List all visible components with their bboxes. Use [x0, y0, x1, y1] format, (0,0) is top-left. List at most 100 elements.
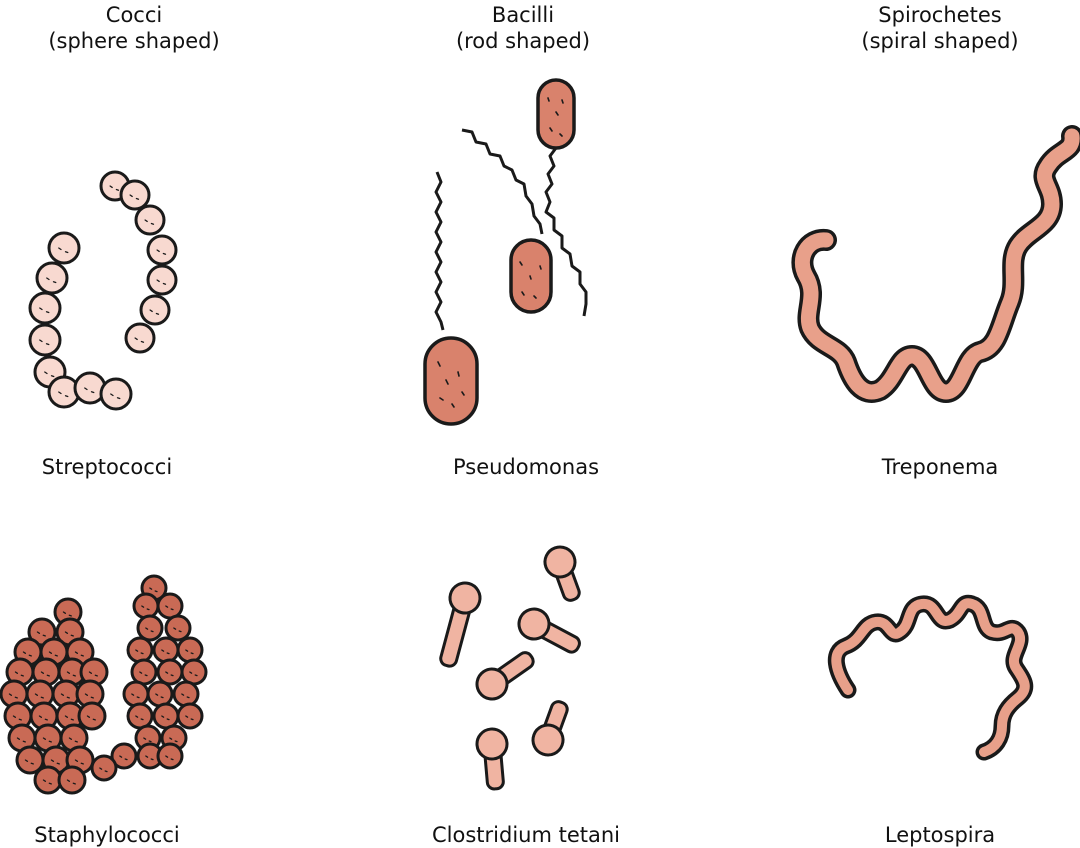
staphylococcus-cell: [126, 702, 154, 730]
treponema-illustration: [791, 125, 1080, 403]
clostridium-cell: [475, 651, 535, 701]
staphylococcus-cell: [130, 658, 158, 686]
cell-speckle: [60, 693, 70, 699]
cell-speckle: [42, 779, 52, 785]
cell-speckle: [58, 247, 69, 254]
cell-speckle: [165, 605, 174, 611]
cell-speckle: [88, 671, 98, 677]
cell-speckle: [66, 779, 76, 785]
coccus-cell: [119, 179, 151, 211]
cell-speckle: [99, 767, 108, 773]
cell-speckle: [34, 693, 44, 699]
cell-speckle: [165, 755, 174, 761]
cell-speckle: [189, 671, 198, 677]
label-treponema: Treponema: [881, 455, 999, 479]
streptococci-illustration: [28, 170, 178, 411]
staphylococci-illustration: [0, 574, 208, 795]
flagellum: [434, 171, 445, 331]
staphylococcus-cell: [126, 636, 154, 664]
coccus-cell: [134, 204, 166, 236]
coccus-cell: [146, 234, 178, 266]
cell-speckle: [155, 693, 164, 699]
coccus-cell: [35, 261, 69, 295]
cell-speckle: [134, 337, 145, 343]
label-leptospira: Leptospira: [884, 823, 996, 847]
cell-speckle: [110, 393, 121, 400]
column-title-spirochetes: Spirochetes (spiral shaped): [790, 2, 1080, 54]
cell-speckle: [44, 371, 55, 378]
staphylococcus-cell: [146, 680, 174, 708]
cell-speckle: [156, 279, 167, 285]
cell-speckle: [135, 715, 144, 721]
clostridium-spore: [517, 607, 551, 641]
leptospira-illustration: [827, 594, 1034, 761]
cell-speckle: [145, 627, 154, 633]
cell-speckle: [39, 307, 50, 314]
cell-speckle: [165, 671, 174, 677]
cell-speckle: [66, 671, 76, 677]
staphylococcus-cell: [176, 636, 204, 664]
cell-speckle: [42, 737, 52, 743]
clostridium-cell: [475, 727, 509, 791]
cell-speckle: [8, 693, 18, 699]
coccus-cell: [146, 264, 178, 296]
cell-speckle: [86, 715, 96, 721]
cell-speckle: [14, 671, 24, 677]
cell-speckle: [58, 391, 69, 398]
cell-speckle: [109, 185, 120, 191]
column-title-cocci: Cocci (sphere shaped): [0, 2, 284, 54]
column-subtitle: (rod shaped): [455, 29, 591, 53]
cell-speckle: [169, 737, 178, 743]
cell-speckle: [149, 587, 158, 593]
cell-speckle: [62, 611, 72, 617]
cell-speckle: [129, 194, 140, 200]
cell-speckle: [38, 715, 48, 721]
label-staphylococci: Staphylococci: [34, 823, 180, 847]
cell-speckle: [40, 671, 50, 677]
cell-speckle: [185, 649, 194, 655]
leptospira-fill: [831, 598, 1030, 757]
clostridium-tetani-illustration: [439, 545, 581, 791]
cell-speckle: [12, 715, 22, 721]
column-title: Cocci: [105, 3, 163, 27]
staphylococcus-cell: [77, 701, 107, 731]
clostridium-spore: [543, 545, 577, 579]
cell-speckle: [84, 387, 95, 394]
cell-speckle: [181, 693, 190, 699]
staphylococcus-cell: [110, 742, 138, 770]
staphylococcus-cell: [156, 658, 184, 686]
staphylococcus-cell: [180, 658, 208, 686]
coccus-cell: [139, 294, 171, 326]
rod-cell: [536, 78, 576, 150]
staphylococcus-cell: [136, 614, 164, 642]
cell-speckle: [143, 737, 152, 743]
coccus-cell: [47, 231, 81, 265]
clostridium-spore: [531, 723, 565, 757]
cell-speckle: [144, 219, 155, 225]
cell-speckle: [161, 715, 170, 721]
coccus-cell: [124, 322, 156, 354]
cell-speckle: [119, 755, 128, 761]
cell-speckle: [24, 759, 34, 765]
staphylococcus-cell: [156, 592, 184, 620]
coccus-cell: [28, 291, 62, 325]
staphylococcus-cell: [57, 765, 87, 795]
cell-speckle: [161, 649, 170, 655]
coccus-cell: [99, 377, 133, 411]
column-subtitle: (sphere shaped): [48, 29, 220, 53]
cell-speckle: [74, 651, 84, 657]
clostridium-cell: [531, 700, 569, 757]
staphylococcus-cell: [172, 680, 200, 708]
staphylococcus-cell: [152, 702, 180, 730]
cell-speckle: [74, 759, 84, 765]
column-title: Bacilli: [491, 3, 555, 27]
label-pseudomonas: Pseudomonas: [452, 455, 600, 479]
rod-cell: [509, 238, 553, 314]
cell-speckle: [131, 693, 140, 699]
clostridium-cell: [439, 581, 482, 668]
cell-speckle: [39, 339, 50, 346]
treponema-fill: [794, 128, 1080, 400]
staphylococcus-cell: [132, 592, 160, 620]
cell-speckle: [48, 651, 58, 657]
